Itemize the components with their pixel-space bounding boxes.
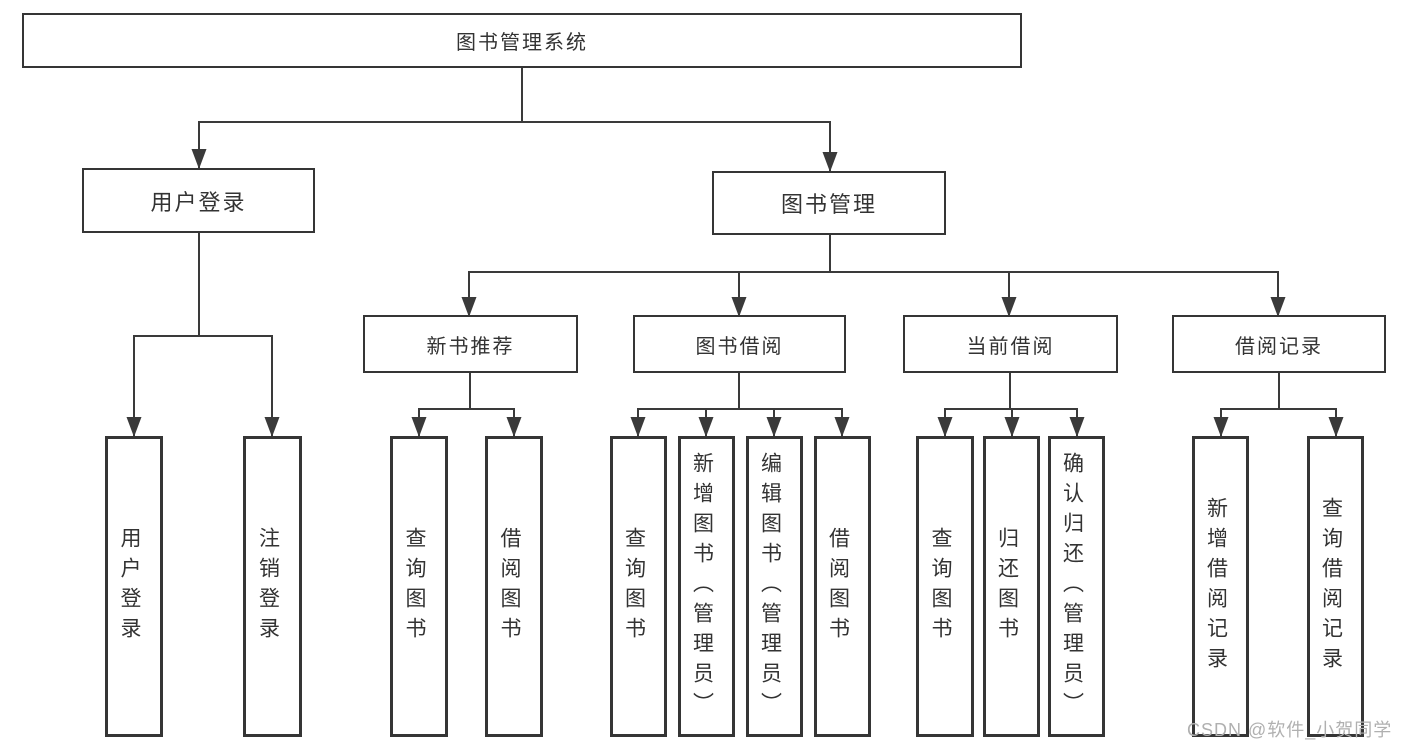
node-label: 用户登录 (150, 189, 247, 215)
node-label: 查询图书 (403, 526, 426, 647)
leaf-borrow-edit-books-admin: 编辑图书（管理员） (746, 436, 803, 737)
leaf-borrow-borrow-books: 借阅图书 (814, 436, 871, 737)
node-label: 图书管理系统 (456, 32, 588, 54)
connector-current-borrow-split (945, 373, 1077, 410)
leaf-records-add-borrow-record: 新增借阅记录 (1192, 436, 1249, 737)
connector-user-login-split (134, 233, 272, 337)
node-label: 图书管理 (780, 192, 877, 217)
node-label: 当前借阅 (966, 335, 1055, 358)
node-current-borrowing: 当前借阅 (903, 315, 1118, 373)
node-label: 编辑图书（管理员） (758, 451, 782, 722)
leaf-logout: 注销登录 (243, 436, 302, 737)
connector-root-split (199, 68, 830, 123)
node-label: 借阅图书 (498, 526, 521, 647)
leaf-recommend-query-books: 查询图书 (390, 436, 448, 737)
node-label: 借阅图书 (826, 526, 850, 647)
leaf-borrow-query-books: 查询图书 (610, 436, 667, 737)
node-label: 确认归还（管理员） (1060, 451, 1084, 722)
connector-borrow-records-split (1221, 373, 1336, 410)
node-label: 归还图书 (995, 526, 1019, 647)
node-borrowing-records: 借阅记录 (1172, 315, 1386, 373)
node-label: 借阅记录 (1235, 335, 1323, 358)
node-label: 查询图书 (622, 526, 646, 647)
connector-book-borrow-split (638, 373, 842, 410)
leaf-borrow-add-books-admin: 新增图书（管理员） (678, 436, 735, 737)
node-book-borrowing: 图书借阅 (633, 315, 846, 373)
leaf-recommend-borrow-books: 借阅图书 (485, 436, 543, 737)
node-label: 查询借阅记录 (1319, 496, 1343, 677)
leaf-current-confirm-return-admin: 确认归还（管理员） (1048, 436, 1105, 737)
node-label: 新书推荐 (426, 335, 515, 358)
leaf-user-login: 用户登录 (105, 436, 163, 737)
connector-book-management-split (469, 235, 1278, 273)
leaf-current-query-books: 查询图书 (916, 436, 974, 737)
node-label: 注销登录 (256, 526, 280, 647)
node-label: 新增图书（管理员） (690, 451, 714, 722)
node-user-login: 用户登录 (82, 168, 315, 233)
node-label: 图书借阅 (695, 335, 784, 358)
node-label: 查询图书 (929, 526, 952, 647)
node-library-management-system: 图书管理系统 (22, 13, 1022, 68)
csdn-watermark: CSDN @软件_小贺同学 (1187, 720, 1393, 740)
leaf-records-query-borrow-record: 查询借阅记录 (1307, 436, 1364, 737)
connector-new-book-split (419, 373, 514, 410)
leaf-current-return-books: 归还图书 (983, 436, 1040, 737)
node-book-management: 图书管理 (712, 171, 946, 235)
node-label: 新增借阅记录 (1204, 496, 1228, 677)
node-new-book-recommendation: 新书推荐 (363, 315, 578, 373)
node-label: 用户登录 (118, 526, 141, 647)
